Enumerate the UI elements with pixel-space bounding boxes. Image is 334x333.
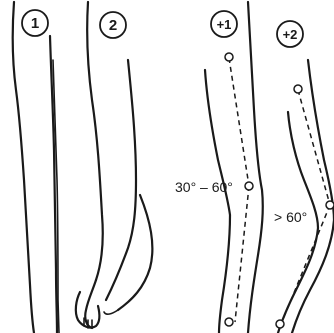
leg-2-shin (85, 280, 96, 328)
leg-1-back-contour (13, 2, 34, 333)
leg-3-axis-thigh (229, 58, 249, 186)
panel-3: +1 30° – 60° (175, 2, 263, 333)
leg-2-heel (104, 310, 118, 314)
leg-3-knee-marker (245, 182, 253, 190)
leg-3-back-contour (205, 70, 230, 333)
leg-2-back-contour (87, 2, 103, 280)
badge-plus1-label: +1 (217, 17, 232, 32)
leg-3-axis-shin (235, 186, 249, 322)
badge-plus2-label: +2 (283, 27, 298, 42)
leg-4-hip-marker (294, 85, 302, 93)
angle-label-over-60: > 60° (274, 209, 307, 225)
panel-4: +2 > 60° (274, 21, 334, 333)
leg-3-ankle-marker (225, 318, 233, 326)
leg-2-front-contour (106, 60, 136, 300)
leg-3-front-contour (248, 2, 263, 333)
badge-1-label: 1 (31, 15, 39, 32)
panel-1: 1 (13, 2, 59, 333)
badge-2-label: 2 (109, 17, 117, 34)
panel-2: 2 (76, 2, 153, 328)
leg-3-hip-marker (225, 53, 233, 61)
angle-label-30-60: 30° – 60° (175, 179, 233, 195)
leg-4-ankle-marker (276, 320, 284, 328)
leg-4-knee-marker (326, 201, 334, 209)
